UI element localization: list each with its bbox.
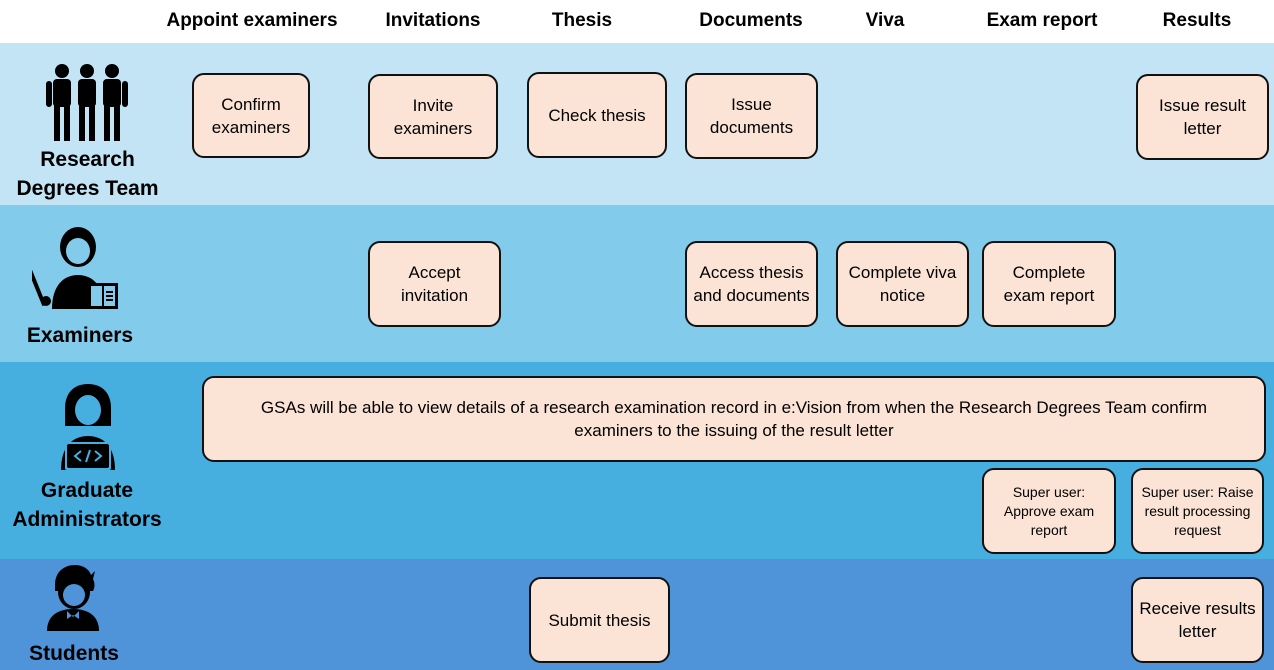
invite-examiners-box: Invite examiners (368, 74, 498, 159)
lane-graduate-administrators: Graduate Administrators GSAs will be abl… (0, 362, 1274, 559)
issue-documents-box: Issue documents (685, 73, 818, 159)
confirm-examiners-box: Confirm examiners (192, 73, 310, 158)
lane-research-degrees-team: Research Degrees Team Confirm examiners … (0, 43, 1274, 205)
lane-label-graduate-administrators: Graduate Administrators (0, 476, 174, 534)
lane-label-examiners: Examiners (26, 324, 134, 347)
administrator-at-laptop-icon (61, 384, 115, 470)
column-header-results: Results (1162, 10, 1232, 31)
column-header-exam-report: Exam report (986, 10, 1098, 31)
check-thesis-box: Check thesis (527, 72, 667, 158)
gsa-view-details-banner: GSAs will be able to view details of a r… (202, 376, 1266, 462)
access-thesis-and-documents-box: Access thesis and documents (685, 241, 818, 327)
accept-invitation-box: Accept invitation (368, 241, 501, 327)
complete-exam-report-box: Complete exam report (982, 241, 1116, 327)
column-header-appoint-examiners: Appoint examiners (166, 10, 338, 31)
lane-label-students: Students (29, 642, 119, 665)
column-header-viva: Viva (865, 10, 905, 31)
lane-students: Students Submit thesis Receive results l… (0, 559, 1274, 670)
complete-viva-notice-box: Complete viva notice (836, 241, 969, 327)
lane-label-research-degrees-team: Research Degrees Team (5, 145, 170, 203)
student-icon (47, 565, 99, 631)
lane-label-line: Administrators (12, 508, 162, 531)
submit-thesis-box: Submit thesis (529, 577, 670, 663)
lane-label-line: Research (40, 148, 135, 171)
lane-label-line: Degrees Team (16, 177, 159, 200)
super-user-approve-exam-report-box: Super user: Approve exam report (982, 468, 1116, 554)
lane-label-line: Graduate (40, 479, 134, 502)
examiner-with-book-icon (32, 227, 118, 309)
issue-result-letter-box: Issue result letter (1136, 74, 1269, 160)
super-user-raise-result-request-box: Super user: Raise result processing requ… (1131, 468, 1264, 554)
lane-examiners: Examiners Accept invitation Access thesi… (0, 205, 1274, 362)
column-header-documents: Documents (699, 10, 803, 31)
receive-results-letter-box: Receive results letter (1131, 577, 1264, 663)
column-header-invitations: Invitations (385, 10, 481, 31)
group-of-people-icon (46, 64, 128, 141)
column-header-thesis: Thesis (551, 10, 613, 31)
